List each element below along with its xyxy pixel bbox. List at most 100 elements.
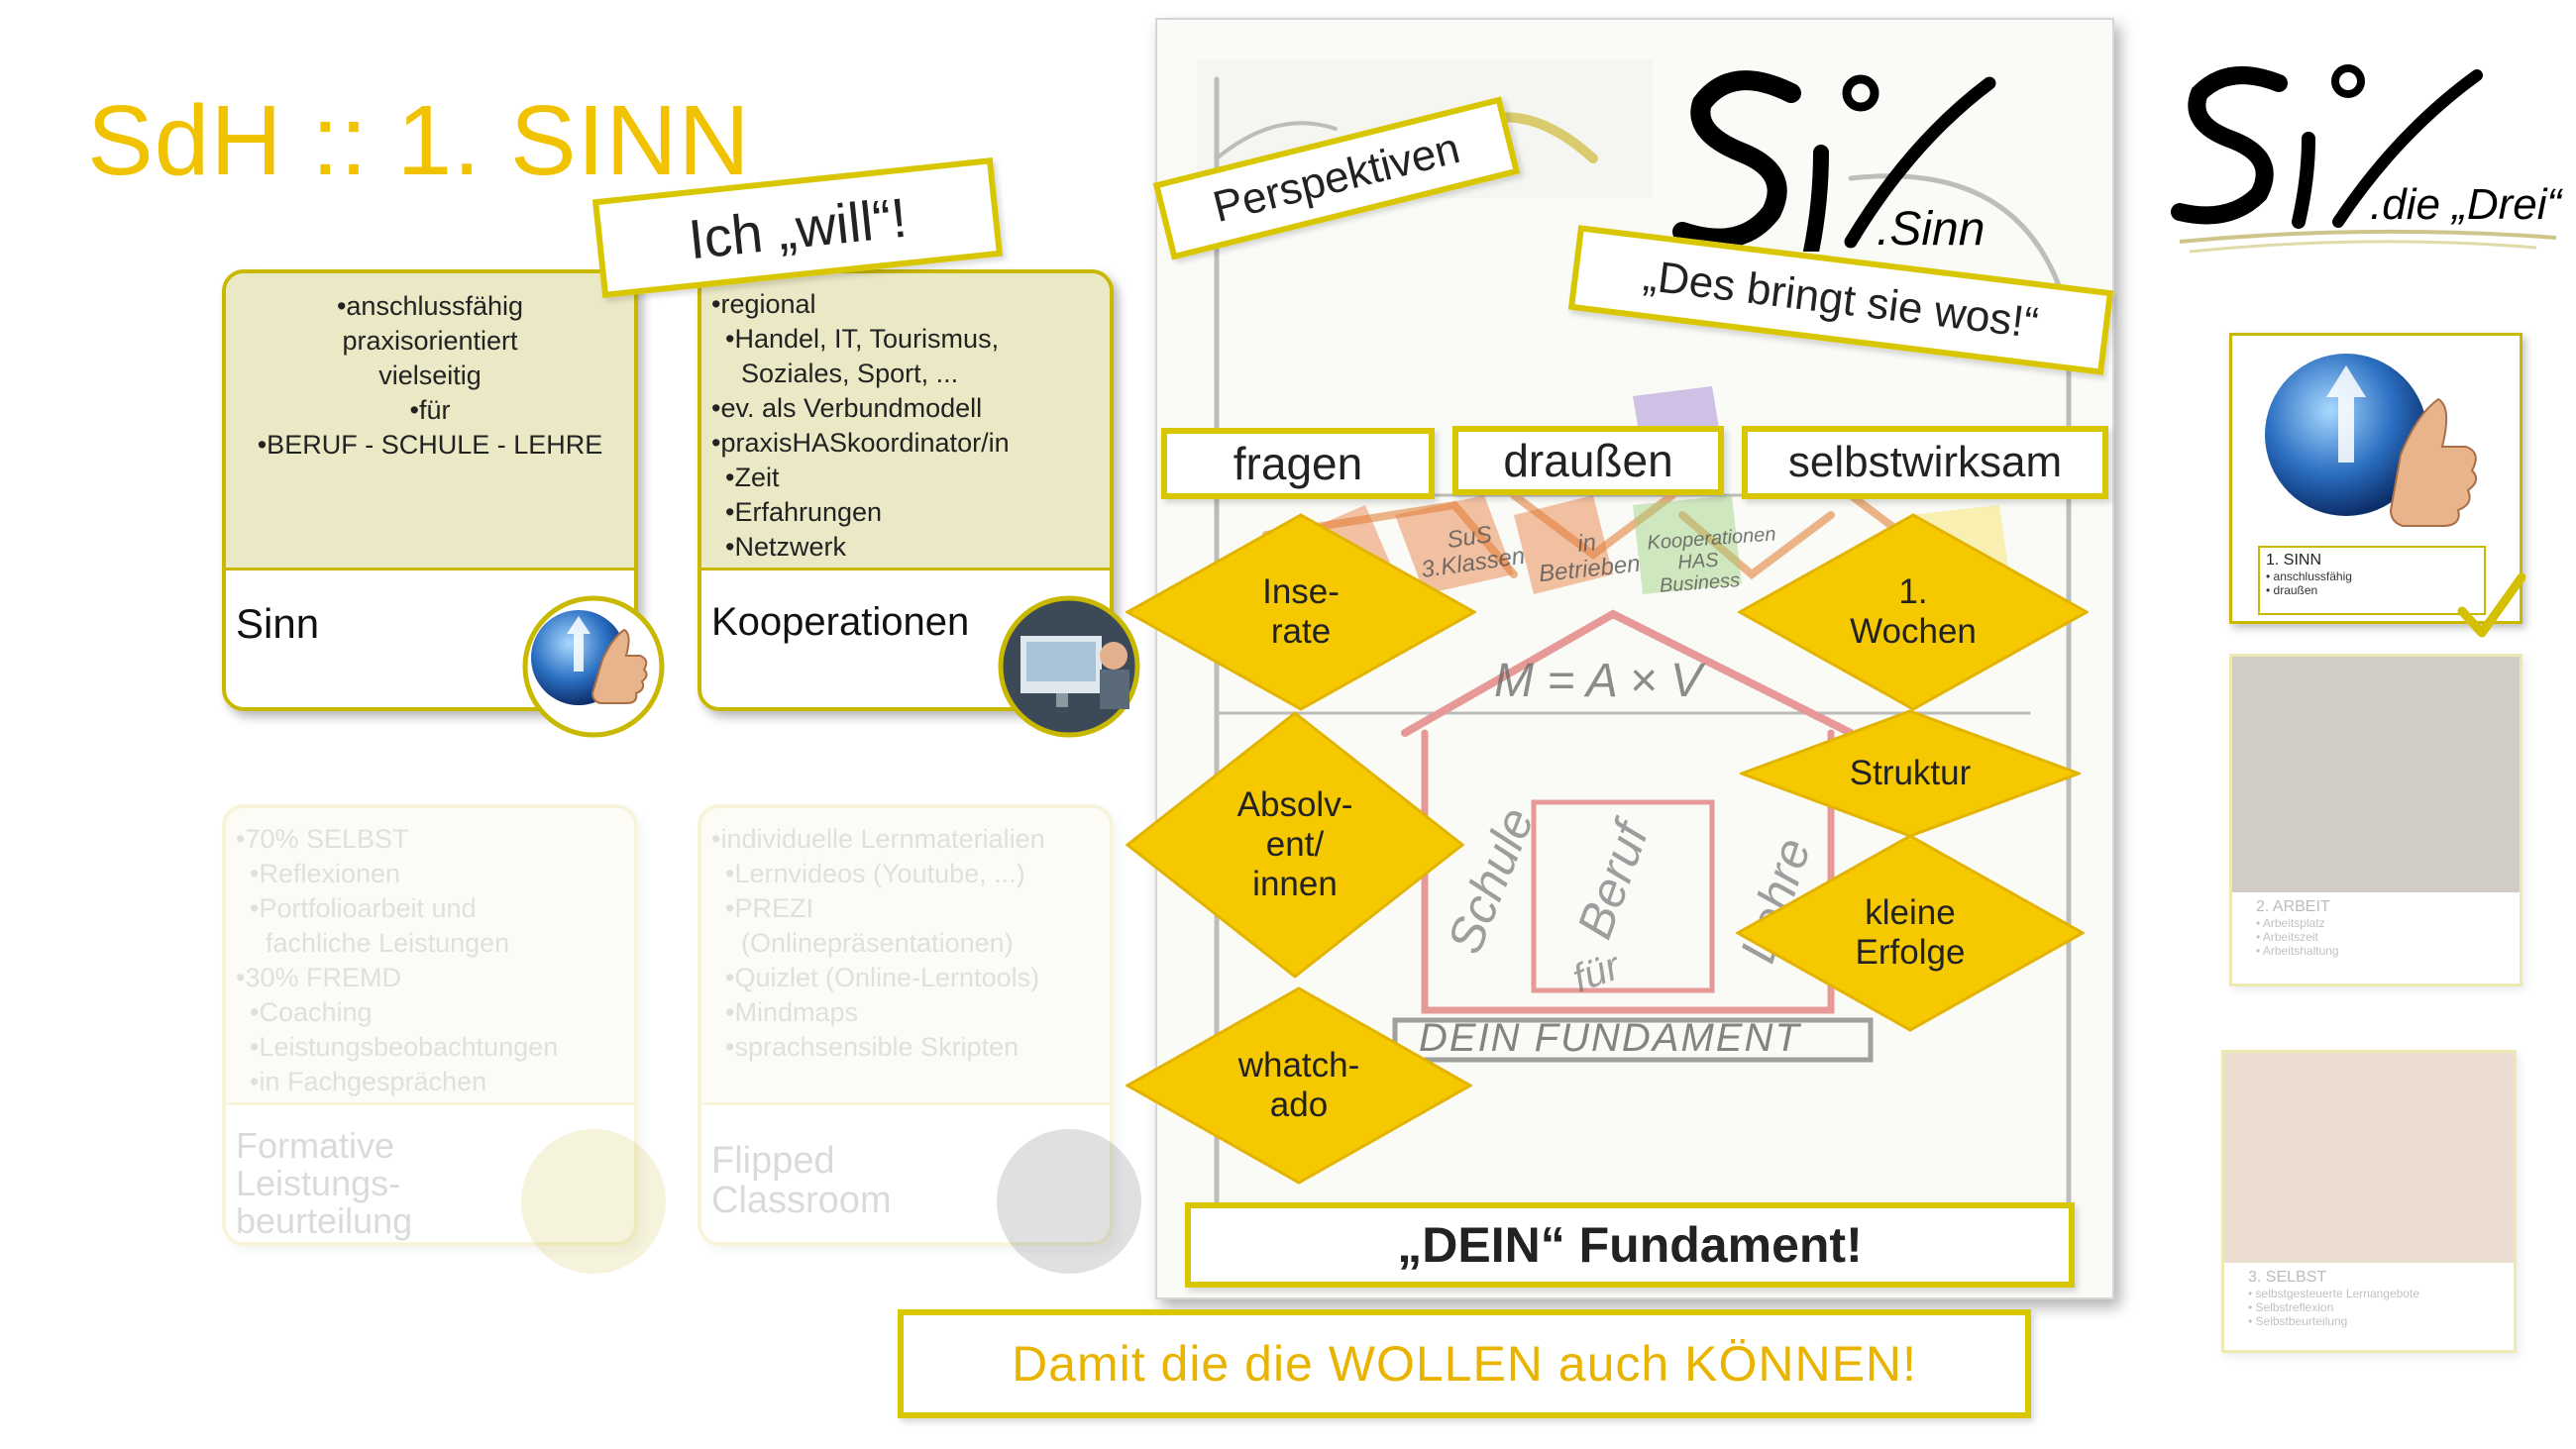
thumb-title: 2. ARBEIT [2256,898,2330,915]
diamond-inserate: Inse-rate [1126,513,1476,711]
bottom-banner: Damit die die WOLLEN auch KÖNNEN! [898,1309,2031,1418]
card-line: (Onlinepräsentationen) [741,928,1014,958]
diamond-line: Erfolge [1855,933,1966,972]
diamond-line: Absolv- [1236,785,1353,824]
side-logo-subtitle: .die „Drei“ [2370,180,2562,229]
header-fragen: fragen [1161,428,1435,499]
card-line: •30% FREMD [236,963,401,992]
card-line: •PREZI [725,893,813,923]
card-line: •Zeit [725,463,780,492]
thumb-bullet: • Selbstreflexion [2248,1300,2334,1314]
diamond-inserate-text: Inse-rate [1262,572,1340,652]
sidebar-thumb-caption: 2. ARBEIT • Arbeitsplatz • Arbeitszeit •… [2252,896,2508,960]
workplace-photo [997,594,1141,739]
diamond-line: Inse- [1262,572,1340,611]
thumb-bullet: • Arbeitshaltung [2256,944,2339,958]
diamond-line: ado [1269,1086,1329,1124]
diamond-line: innen [1252,865,1338,903]
diamond-wochen-text: 1.Wochen [1850,572,1977,652]
diamond-absolventinnen-text: Absolv-ent/innen [1237,785,1353,904]
card-line: Soziales, Sport, ... [741,359,959,388]
thumb-title: 3. SELBST [2248,1269,2327,1286]
card-line: vielseitig [378,361,482,390]
card-line: praxisorientiert [342,326,518,356]
diamond-line: Wochen [1850,612,1977,651]
card-line: •regional [711,289,816,319]
thumbs-up-globe-thumb [2265,354,2478,527]
label-line: Flipped [711,1140,835,1182]
thumb-bullet: • Arbeitsplatz [2256,916,2325,930]
header-selbstwirksam: selbstwirksam [1742,426,2108,499]
card-flipped-bullets: •individuelle Lernmaterialien •Lernvideo… [701,808,1110,1105]
card-line: •Portfolioarbeit und [250,893,477,923]
card-line: •Lernvideos (Youtube, ...) [725,859,1025,888]
card-line: •Quizlet (Online-Lerntools) [725,963,1040,992]
card-line: •Netzwerk [725,532,846,562]
card-line: fachliche Leistungen [266,928,510,958]
formative-circle-image [521,1129,666,1274]
flipped-circle-image [997,1129,1141,1274]
diamond-struktur-text: Struktur [1849,754,1972,792]
sidebar-thumb-sinn[interactable]: 1. SINN • anschlussfähig • draußen [2229,333,2526,638]
label-line: Formative [236,1125,395,1166]
diamond-absolventinnen: Absolv-ent/innen [1126,711,1464,979]
card-line: •ev. als Verbundmodell [711,393,983,423]
thumb-bullet: • Selbstbeurteilung [2248,1314,2348,1328]
card-line: •Mindmaps [725,997,858,1027]
card-line: •praxisHASkoordinator/in [711,428,1010,458]
side-logo: .die „Drei“ [2170,53,2566,261]
diamond-wochen: 1.Wochen [1738,513,2089,711]
sidebar-thumb-caption: 1. SINN • anschlussfähig • draußen [2258,546,2486,615]
diamond-line: whatch- [1237,1046,1360,1085]
sidebar-thumb-caption: 3. SELBST • selbstgesteuerte Lernangebot… [2244,1267,2512,1330]
card-flipped-classroom: •individuelle Lernmaterialien •Lernvideo… [698,804,1114,1246]
sticky-note-kooperationen: Kooperationen HAS Business [1646,523,1777,597]
card-line: •in Fachgesprächen [250,1067,487,1096]
poster-logo: .Sinn [1672,53,1999,271]
diamond-line: kleine [1865,893,1956,932]
diamond-line: rate [1270,612,1332,651]
diamond-whatchado: whatch-ado [1126,986,1472,1185]
card-line: •individuelle Lernmaterialien [711,824,1045,854]
label-line: Classroom [711,1180,892,1221]
diamond-line: 1. [1898,572,1928,611]
checkmark-icon [2456,571,2526,646]
sidebar-thumb-selbst[interactable]: 3. SELBST • selbstgesteuerte Lernangebot… [2221,1050,2517,1353]
arbeit-thumb-image [2232,657,2520,892]
card-kooperationen-label: Kooperationen [711,600,970,644]
card-sinn-bullets: •anschlussfähig praxisorientiert vielsei… [226,273,634,570]
card-kooperationen-bullets: •regional •Handel, IT, Tourismus, Sozial… [701,273,1110,570]
card-line: •sprachsensible Skripten [725,1032,1020,1062]
card-line: •Handel, IT, Tourismus, [725,324,1000,354]
card-line: •Erfahrungen [725,497,883,527]
diamond-line: ent/ [1265,825,1325,864]
sidebar-thumb-arbeit[interactable]: 2. ARBEIT • Arbeitsplatz • Arbeitszeit •… [2229,654,2522,986]
thumbs-up-globe-image [521,594,666,739]
card-line: •Leistungsbeobachtungen [250,1032,559,1062]
fundament-box: „DEIN“ Fundament! [1185,1202,2075,1288]
thumb-bullet: • Arbeitszeit [2256,930,2318,944]
fundament-sketch-text: DEIN FUNDAMENT [1419,1016,1801,1060]
card-line: •BERUF - SCHULE - LEHRE [257,430,603,460]
thumb-bullet: • anschlussfähig [2266,569,2352,583]
label-line: beurteilung [236,1200,413,1241]
diamond-whatchado-text: whatch-ado [1238,1046,1360,1125]
card-formative-label: Formative Leistungs- beurteilung [236,1127,412,1240]
label-line: Leistungs- [236,1163,401,1203]
header-draussen: draußen [1452,426,1724,495]
slide-title: SdH :: 1. SINN [87,85,751,196]
card-formative-bullets: •70% SELBST •Reflexionen •Portfolioarbei… [226,808,634,1105]
house-formula: M = A × V [1494,655,1702,707]
card-formative-leistungsbeurteilung: •70% SELBST •Reflexionen •Portfolioarbei… [222,804,638,1246]
card-flipped-label: Flipped Classroom [711,1141,892,1220]
card-line: •Reflexionen [250,859,401,888]
card-sinn: •anschlussfähig praxisorientiert vielsei… [222,269,638,711]
selbst-thumb-image [2224,1053,2514,1263]
poster-logo-subtitle: .Sinn [1877,203,1986,256]
thumb-bullet: • draußen [2266,583,2318,597]
card-line: •Coaching [250,997,373,1027]
card-line: •anschlussfähig [336,291,524,321]
thumb-title: 1. SINN [2266,552,2322,569]
card-line: •für [409,395,451,425]
